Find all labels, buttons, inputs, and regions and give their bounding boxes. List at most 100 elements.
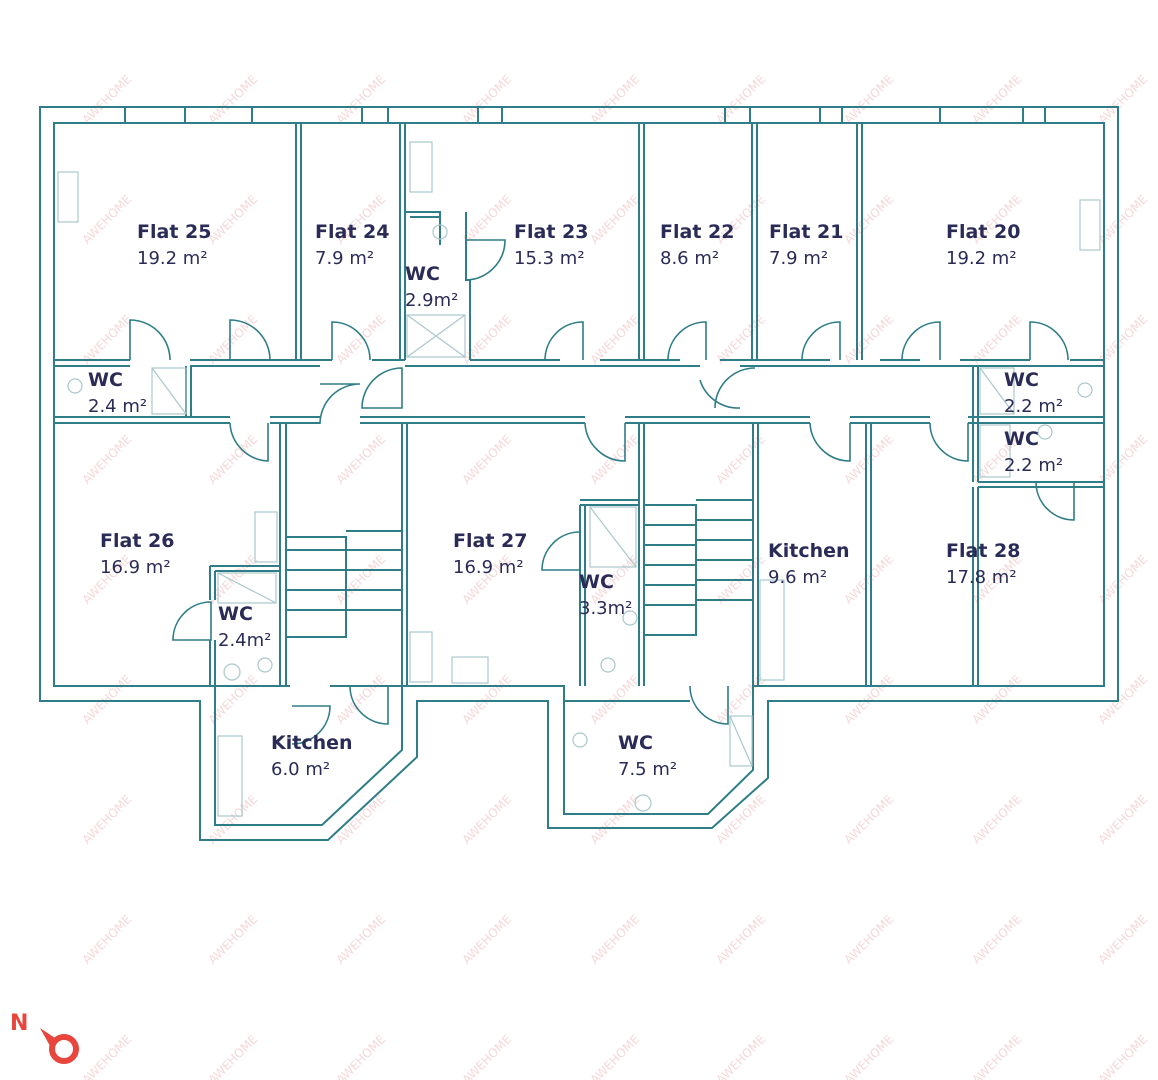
watermark-text: AWEHOME <box>79 912 134 967</box>
watermark-text: AWEHOME <box>841 192 896 247</box>
watermark-text: AWEHOME <box>587 792 642 847</box>
room-name: Flat 24 <box>315 221 389 243</box>
watermark-text: AWEHOME <box>333 552 388 607</box>
watermark-text: AWEHOME <box>841 72 896 127</box>
watermark-text: AWEHOME <box>333 1032 388 1080</box>
compass: N <box>10 1011 79 1064</box>
watermark-text: AWEHOME <box>969 1032 1024 1080</box>
watermark-text: AWEHOME <box>841 552 896 607</box>
watermark-text: AWEHOME <box>205 192 260 247</box>
watermark-text: AWEHOME <box>713 912 768 967</box>
room-area: 2.9m² <box>405 290 458 311</box>
watermark-text: AWEHOME <box>1095 1032 1150 1080</box>
watermark-text: AWEHOME <box>205 792 260 847</box>
compass-letter: N <box>10 1011 28 1036</box>
watermark-text: AWEHOME <box>459 912 514 967</box>
watermark-text: AWEHOME <box>713 1032 768 1080</box>
watermark-text: AWEHOME <box>459 192 514 247</box>
watermark-text: AWEHOME <box>587 912 642 967</box>
watermark-text: AWEHOME <box>841 312 896 367</box>
watermark-text: AWEHOME <box>459 432 514 487</box>
room-name: Flat 20 <box>946 221 1020 243</box>
room-name: WC <box>618 732 653 754</box>
watermark-text: AWEHOME <box>587 1032 642 1080</box>
room-area: 9.6 m² <box>768 567 827 588</box>
room-area: 2.2 m² <box>1004 455 1063 476</box>
watermark-text: AWEHOME <box>333 432 388 487</box>
watermark-text: AWEHOME <box>79 72 134 127</box>
watermark-text: AWEHOME <box>587 312 642 367</box>
room-name: WC <box>1004 369 1039 391</box>
watermark-text: AWEHOME <box>587 72 642 127</box>
watermark-text: AWEHOME <box>1095 72 1150 127</box>
watermark-text: AWEHOME <box>1095 912 1150 967</box>
room-area: 16.9 m² <box>100 557 171 578</box>
room-name: WC <box>405 263 440 285</box>
room-name: WC <box>218 603 253 625</box>
room-area: 19.2 m² <box>137 248 208 269</box>
room-area: 7.9 m² <box>315 248 374 269</box>
watermark-text: AWEHOME <box>459 672 514 727</box>
room-name: Kitchen <box>768 540 850 562</box>
watermark-text: AWEHOME <box>333 72 388 127</box>
watermark-text: AWEHOME <box>333 312 388 367</box>
watermark-text: AWEHOME <box>841 912 896 967</box>
watermark-text: AWEHOME <box>459 792 514 847</box>
watermark-text: AWEHOME <box>79 192 134 247</box>
room-area: 2.4 m² <box>88 396 147 417</box>
watermark-text: AWEHOME <box>841 672 896 727</box>
room-name: Flat 25 <box>137 221 211 243</box>
watermark-text: AWEHOME <box>205 552 260 607</box>
walls <box>39 106 1119 841</box>
door-swings <box>129 239 1075 745</box>
fixtures <box>57 141 1101 817</box>
watermark-text: AWEHOME <box>333 912 388 967</box>
watermark-text: AWEHOME <box>333 672 388 727</box>
watermark-text: AWEHOME <box>587 192 642 247</box>
watermark-text: AWEHOME <box>459 72 514 127</box>
watermark-text: AWEHOME <box>459 1032 514 1080</box>
watermark-text: AWEHOME <box>713 312 768 367</box>
watermark-text: AWEHOME <box>79 1032 134 1080</box>
watermark-text: AWEHOME <box>1095 792 1150 847</box>
watermark-text: AWEHOME <box>969 72 1024 127</box>
room-area: 8.6 m² <box>660 248 719 269</box>
watermark-text: AWEHOME <box>79 792 134 847</box>
watermark-text: AWEHOME <box>79 432 134 487</box>
room-area: 2.4m² <box>218 630 271 651</box>
watermark-text: AWEHOME <box>841 1032 896 1080</box>
watermark-text: AWEHOME <box>79 312 134 367</box>
watermark-text: AWEHOME <box>333 792 388 847</box>
room-name: WC <box>579 571 614 593</box>
room-area: 16.9 m² <box>453 557 524 578</box>
watermark-text: AWEHOME <box>459 312 514 367</box>
room-area: 7.5 m² <box>618 759 677 780</box>
room-area: 7.9 m² <box>769 248 828 269</box>
watermark-text: AWEHOME <box>969 312 1024 367</box>
room-name: Flat 27 <box>453 530 527 552</box>
room-area: 3.3m² <box>579 598 632 619</box>
north-arrow-icon <box>40 1028 79 1064</box>
watermark-text: AWEHOME <box>205 1032 260 1080</box>
room-name: Flat 23 <box>514 221 588 243</box>
room-labels: Flat 25 19.2 m² Flat 24 7.9 m² Flat 23 1… <box>88 221 1063 780</box>
watermark-text: AWEHOME <box>205 432 260 487</box>
room-name: Flat 28 <box>946 540 1020 562</box>
watermark-text: AWEHOME <box>79 672 134 727</box>
room-area: 19.2 m² <box>946 248 1017 269</box>
watermark-text: AWEHOME <box>841 792 896 847</box>
room-area: 15.3 m² <box>514 248 585 269</box>
room-area: 6.0 m² <box>271 759 330 780</box>
watermark-text: AWEHOME <box>969 792 1024 847</box>
watermark-text: AWEHOME <box>713 72 768 127</box>
room-area: 2.2 m² <box>1004 396 1063 417</box>
room-name: Flat 22 <box>660 221 734 243</box>
room-name: Flat 21 <box>769 221 843 243</box>
watermark-text: AWEHOME <box>587 672 642 727</box>
room-name: Flat 26 <box>100 530 174 552</box>
watermark-text: AWEHOME <box>713 432 768 487</box>
watermark-text: AWEHOME <box>205 912 260 967</box>
room-name: WC <box>88 369 123 391</box>
watermark-text: AWEHOME <box>969 912 1024 967</box>
